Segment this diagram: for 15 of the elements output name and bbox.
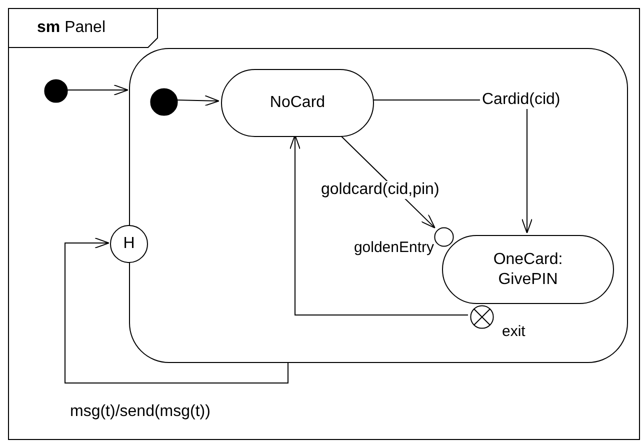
entry-point-label: goldenEntry	[354, 239, 434, 257]
edge-label: goldcard(cid,pin)	[319, 181, 442, 199]
history-state: H	[110, 225, 148, 263]
edge-label: msg(t)/send(msg(t))	[68, 403, 212, 421]
transition-arrow	[64, 238, 288, 384]
state-box: OneCard: GivePIN	[442, 235, 614, 304]
initial-state-dot	[150, 88, 178, 116]
exit-point-label: exit	[502, 323, 526, 341]
initial-state-dot	[44, 79, 68, 103]
frame-title: sm Panel	[37, 19, 106, 37]
transition-arrow	[290, 134, 468, 316]
edge-label: Cardid(cid)	[480, 91, 562, 109]
state-box: NoCard	[221, 69, 374, 137]
transition-arrow	[176, 95, 220, 106]
transition-arrow	[66, 84, 128, 96]
